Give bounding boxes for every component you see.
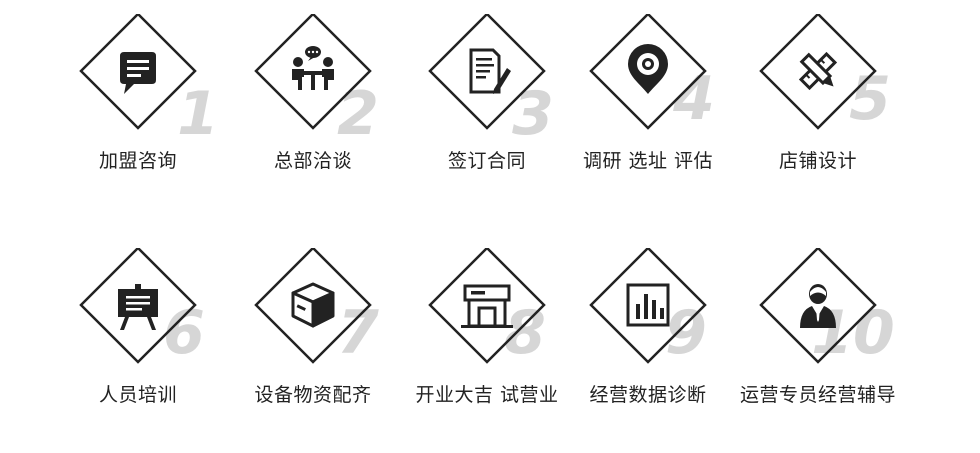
step-number: 7 bbox=[337, 298, 379, 368]
step-label: 签订合同 bbox=[447, 150, 526, 172]
step-5-graphic: 5 bbox=[759, 14, 891, 134]
step-6: 6 人员培训 bbox=[48, 248, 228, 428]
step-number: 2 bbox=[337, 79, 379, 149]
ruler-pencil-icon bbox=[798, 51, 838, 91]
step-2: 2 总部洽谈 bbox=[223, 14, 403, 194]
step-10-graphic: 10 bbox=[759, 248, 895, 368]
step-label: 经营数据诊断 bbox=[589, 384, 707, 406]
step-9-graphic: 9 bbox=[589, 248, 707, 368]
step-number: 6 bbox=[163, 298, 205, 368]
step-label: 开业大吉 试营业 bbox=[415, 384, 559, 406]
step-label: 运营专员经营辅导 bbox=[739, 384, 896, 406]
step-label: 加盟咨询 bbox=[98, 150, 177, 172]
step-label: 调研 选址 评估 bbox=[582, 150, 714, 172]
consultant-icon bbox=[800, 284, 836, 328]
step-8-graphic: 8 bbox=[428, 248, 546, 368]
step-6-graphic: 6 bbox=[79, 248, 205, 368]
step-label: 店铺设计 bbox=[778, 150, 857, 172]
step-3-graphic: 3 bbox=[428, 14, 554, 149]
location-pin-icon bbox=[628, 44, 668, 94]
contract-sign-icon bbox=[469, 48, 511, 94]
step-2-graphic: 2 bbox=[254, 14, 379, 149]
step-10: 10 运营专员经营辅导 bbox=[728, 248, 908, 428]
step-number: 1 bbox=[177, 79, 219, 149]
step-5: 5 店铺设计 bbox=[728, 14, 908, 194]
step-label: 总部洽谈 bbox=[273, 150, 352, 172]
storefront-icon bbox=[461, 284, 513, 328]
training-board-icon bbox=[118, 284, 158, 330]
step-4-graphic: 4 bbox=[589, 14, 715, 134]
step-4: 4 调研 选址 评估 bbox=[558, 14, 738, 194]
step-7-graphic: 7 bbox=[254, 248, 379, 368]
meeting-icon bbox=[292, 46, 334, 90]
step-1: 1 加盟咨询 bbox=[48, 14, 228, 194]
step-7: 7 设备物资配齐 bbox=[223, 248, 403, 428]
package-box-icon bbox=[291, 282, 335, 328]
step-number: 4 bbox=[672, 64, 715, 134]
step-number: 3 bbox=[512, 79, 554, 149]
step-3: 3 签订合同 bbox=[397, 14, 577, 194]
chat-bubble-icon bbox=[120, 52, 156, 94]
step-9: 9 经营数据诊断 bbox=[558, 248, 738, 428]
bar-chart-icon bbox=[626, 283, 670, 327]
step-1-graphic: 1 bbox=[79, 14, 219, 149]
step-8: 8 开业大吉 试营业 bbox=[397, 248, 577, 428]
step-label: 人员培训 bbox=[98, 384, 177, 406]
step-label: 设备物资配齐 bbox=[254, 384, 372, 406]
